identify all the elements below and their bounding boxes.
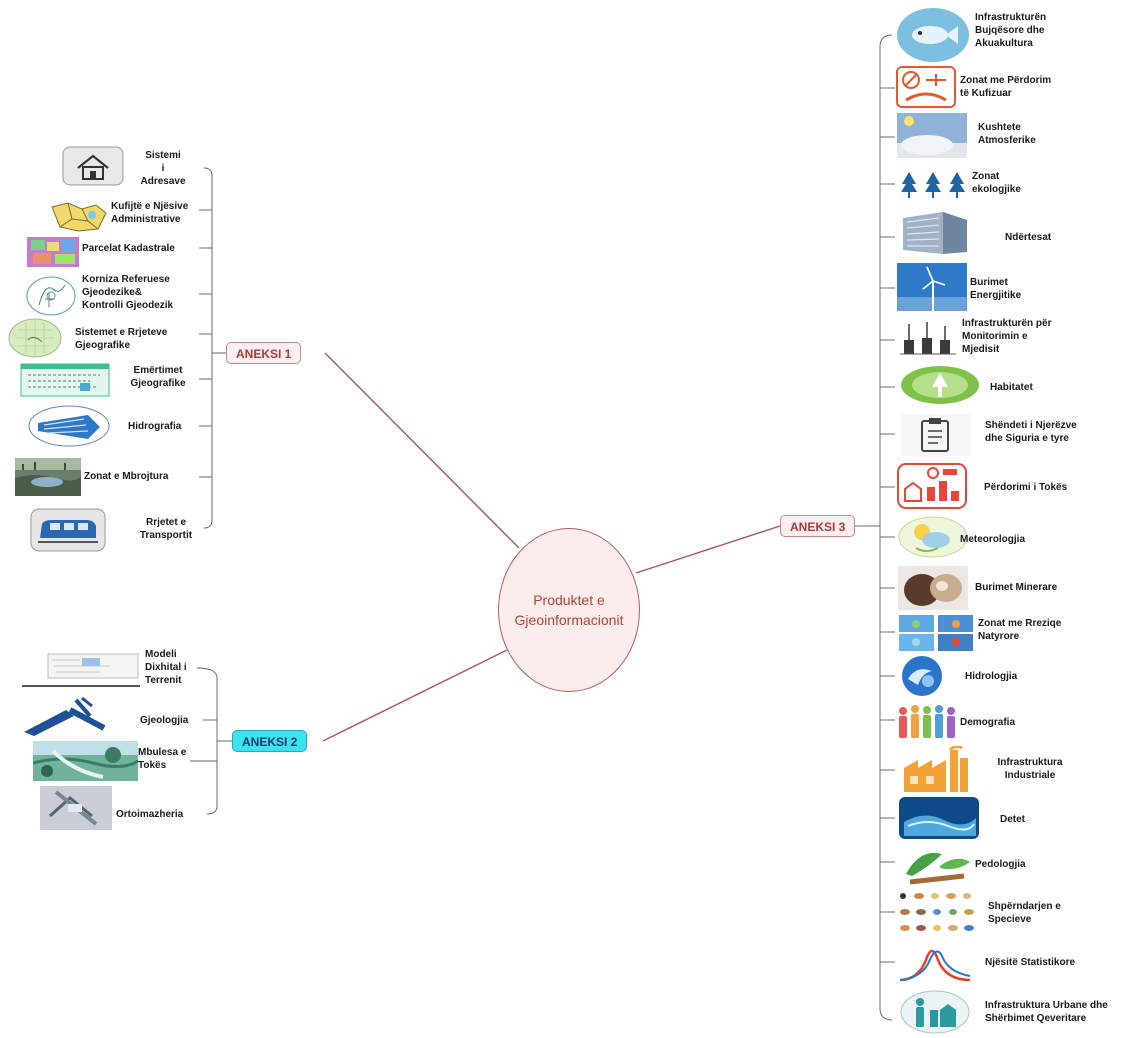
link-center-annex1 <box>324 352 520 549</box>
annex2-item-label: Gjeologjia <box>140 715 189 726</box>
atmosphere-icon <box>897 113 967 158</box>
annex2-bracket <box>190 667 232 815</box>
water-drop-icon <box>898 655 946 697</box>
soil-leaf-icon <box>900 844 972 886</box>
annex3-item-label: Hidrologjia <box>965 671 1018 682</box>
weather-icon <box>898 516 968 558</box>
mineral-icon <box>898 566 968 610</box>
wind-turbine-icon <box>897 263 967 311</box>
protected-area-icon <box>15 458 81 496</box>
annex1-item-label: Emërtimet Gjeografike <box>130 365 186 389</box>
annex3-item-label: Infrastruktura Industriale <box>997 757 1063 781</box>
annex3-item-label: Infrastrukturën për Monitorimin e Mjedis… <box>962 318 1052 355</box>
bell-curve-icon <box>898 940 972 984</box>
names-icon <box>20 363 110 397</box>
annex3-item-label: Zonat me Rreziqe Natyrore <box>978 618 1062 642</box>
trees-icon <box>898 170 968 200</box>
link-center-annex2 <box>322 649 508 742</box>
annex1-item-label: Korniza Referuese Gjeodezike& Kontrolli … <box>82 274 174 311</box>
annex3-item-label: Zonat ekologjike <box>972 171 1021 195</box>
restricted-icon <box>896 66 956 108</box>
fish-icon <box>896 6 971 64</box>
link-center-annex3 <box>635 525 781 574</box>
house-icon <box>62 146 124 186</box>
annex3-item-label: Burimet Energjitike <box>970 277 1022 301</box>
annex3-item-label: Njësitë Statistikore <box>985 957 1076 968</box>
annex2-item-label: Ortoimazheria <box>116 809 184 820</box>
annex1-item-label: Sistemi i Adresave <box>140 150 186 187</box>
hydrography-icon <box>28 405 110 447</box>
urban-services-icon <box>900 990 970 1034</box>
clipboard-icon <box>900 413 972 457</box>
satellite-icon <box>40 786 112 830</box>
annex3-item-label: Demografia <box>960 717 1016 728</box>
annex1-bracket <box>199 167 226 529</box>
sea-icon <box>898 796 980 840</box>
central-topic-label: Produktet e Gjeoinformacionit <box>514 592 624 628</box>
annex3-item-label: Pedologjia <box>975 859 1026 870</box>
annex3-item-label: Zonat me Përdorim të Kufizuar <box>960 75 1052 99</box>
habitat-icon <box>900 365 980 405</box>
geology-icon <box>20 696 140 738</box>
factory-icon <box>900 746 972 794</box>
annex3-item-label: Detet <box>1000 814 1026 825</box>
annex1-item-label: Hidrografia <box>128 421 182 432</box>
annex1-item-label: Rrjetet e Transportit <box>139 517 193 541</box>
annex3-item-label: Përdorimi i Tokës <box>984 482 1068 493</box>
land-cover-icon <box>33 741 138 781</box>
annex3-item-label: Kushtete Atmosferike <box>978 122 1036 146</box>
admin-map-icon <box>48 199 110 235</box>
grid-map-icon <box>8 318 63 358</box>
train-icon <box>30 508 106 552</box>
annex1-item-label: Kufijtë e Njësive Administrative <box>111 201 189 225</box>
building-icon <box>897 208 972 258</box>
cadastre-icon <box>27 237 79 267</box>
geodetic-icon <box>25 275 77 317</box>
annex1-label: ANEKSI 1 <box>236 347 292 361</box>
annex3-item-label: Ndërtesat <box>1005 232 1052 243</box>
land-use-icon <box>897 463 967 509</box>
species-icon <box>897 890 979 936</box>
annex3-node[interactable]: ANEKSI 3 <box>780 515 856 537</box>
annex3-item-label: Infrastrukturën Bujqësore dhe Akuakultur… <box>975 12 1047 49</box>
annex3-item-label: Infrastruktura Urbane dhe Shërbimet Qeve… <box>985 1000 1108 1024</box>
annex2-label: ANEKSI 2 <box>242 735 298 749</box>
annex3-item-label: Burimet Minerare <box>975 582 1058 593</box>
annex2-item-label: Modeli Dixhital i Terrenit <box>145 649 187 686</box>
annex2-node[interactable]: ANEKSI 2 <box>232 730 308 752</box>
central-topic[interactable]: Produktet e Gjeoinformacionit <box>498 528 640 692</box>
annex1-item-label: Sistemet e Rrjeteve Gjeografike <box>75 327 168 351</box>
annex3-item-label: Habitatet <box>990 382 1033 393</box>
annex2-item-label: Mbulesa e Tokës <box>138 747 187 771</box>
annex1-item-label: Parcelat Kadastrale <box>82 243 175 254</box>
annex3-label: ANEKSI 3 <box>790 520 846 534</box>
people-icon <box>897 703 959 741</box>
annex3-item-label: Shpërndarjen e Specieve <box>988 901 1061 925</box>
annex3-item-label: Meteorologjia <box>960 534 1026 545</box>
annex3-item-label: Shëndeti i Njerëzve dhe Siguria e tyre <box>985 420 1077 444</box>
hazard-icon <box>898 614 974 652</box>
monitoring-icon <box>898 318 958 358</box>
annex1-item-label: Zonat e Mbrojtura <box>84 471 169 482</box>
annex1-node[interactable]: ANEKSI 1 <box>226 342 302 364</box>
terrain-model-icon <box>20 650 142 690</box>
